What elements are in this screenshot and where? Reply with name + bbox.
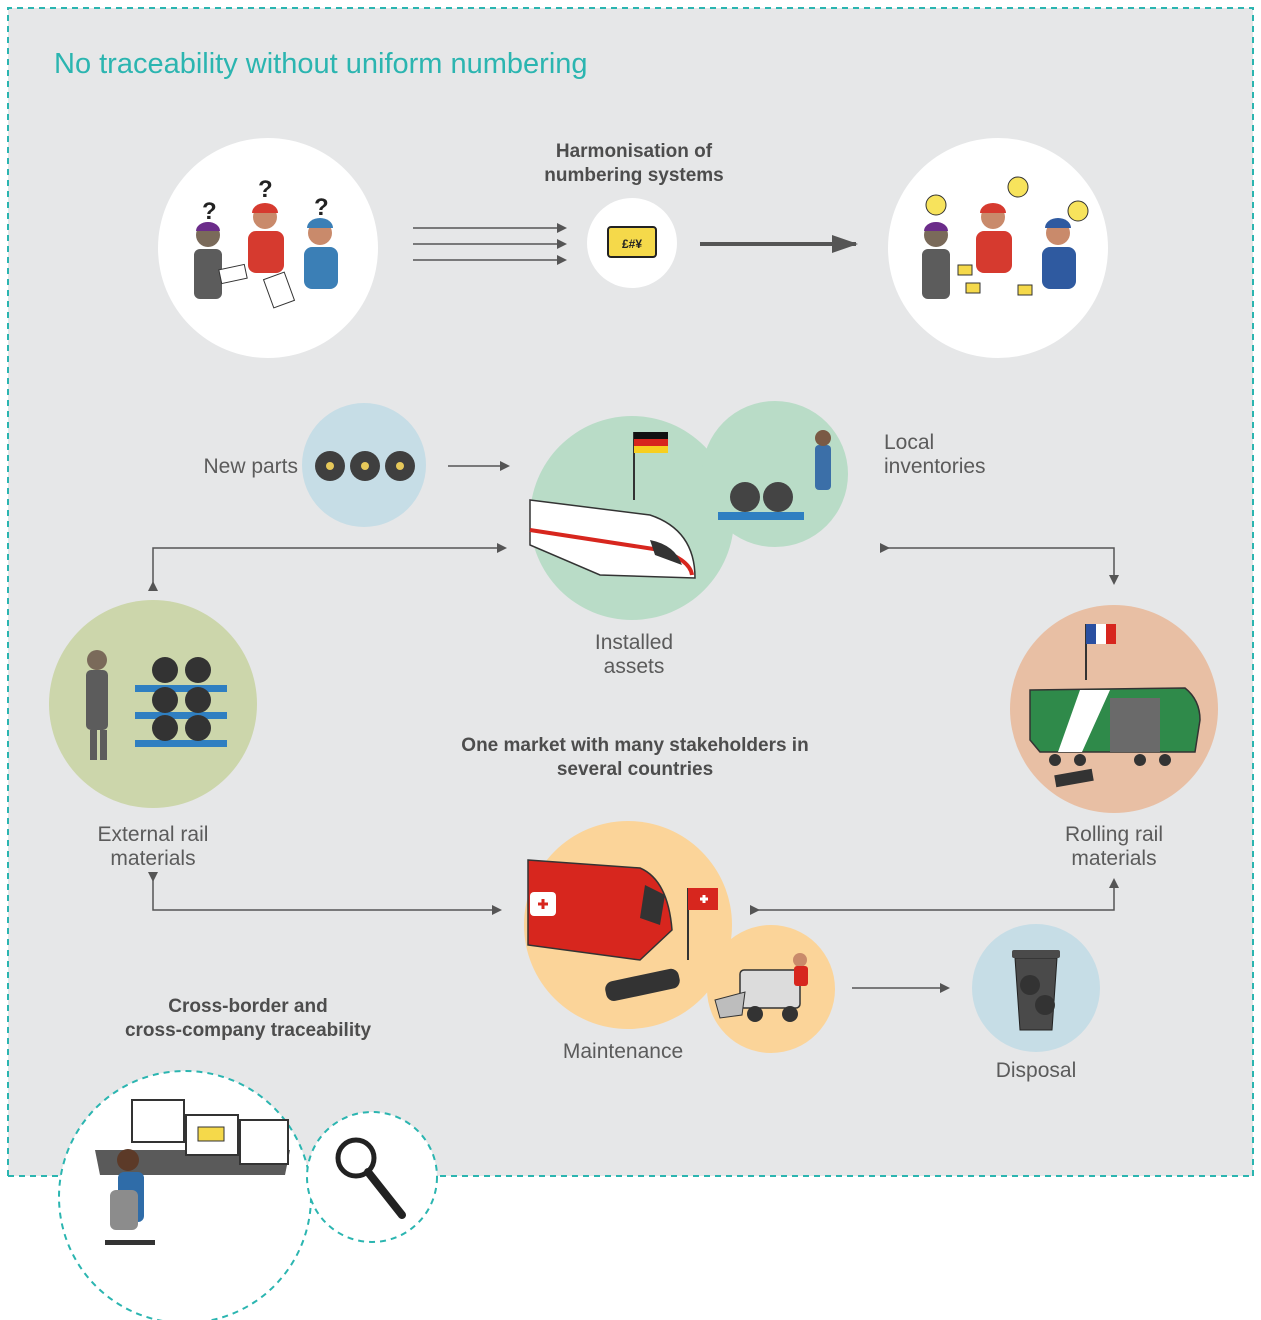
rolling-rail-label: Rolling rail materials [1064, 823, 1164, 870]
maintenance-vehicle-circle [707, 925, 835, 1053]
new-parts-circle [302, 403, 426, 527]
disposal-label: Disposal [995, 1059, 1077, 1082]
control-room-circle [58, 1070, 312, 1320]
magnifier-circle [306, 1111, 438, 1243]
maintenance-label: Maintenance [562, 1040, 684, 1063]
new-parts-label: New parts [203, 455, 298, 478]
svg-text:?: ? [314, 194, 329, 221]
maintenance-circle [524, 821, 732, 1029]
rolling-rail-circle [1010, 605, 1218, 813]
svg-text:£#¥: £#¥ [622, 237, 642, 251]
panel-border [7, 7, 1254, 1176]
local-inventories-label: Local inventories [884, 431, 986, 478]
external-rail-circle [49, 600, 257, 808]
installed-assets-label: Installed assets [594, 631, 674, 678]
page-title: No traceability without uniform numberin… [54, 48, 588, 80]
number-tag-circle: £#¥ [587, 198, 677, 288]
local-inventories-circle [702, 401, 848, 547]
confused-workers-circle: ? ? ? [158, 138, 378, 358]
external-rail-label: External rail materials [97, 823, 209, 870]
solved-workers-circle [888, 138, 1108, 358]
cross-border-label: Cross-border and cross-company traceabil… [124, 996, 372, 1041]
installed-assets-circle [529, 416, 734, 620]
disposal-circle [972, 924, 1100, 1052]
one-market-label: One market with many stakeholders in sev… [461, 735, 809, 780]
harmonisation-label: Harmonisation of numbering systems [544, 141, 724, 186]
svg-text:?: ? [202, 198, 217, 225]
svg-text:?: ? [258, 176, 273, 203]
